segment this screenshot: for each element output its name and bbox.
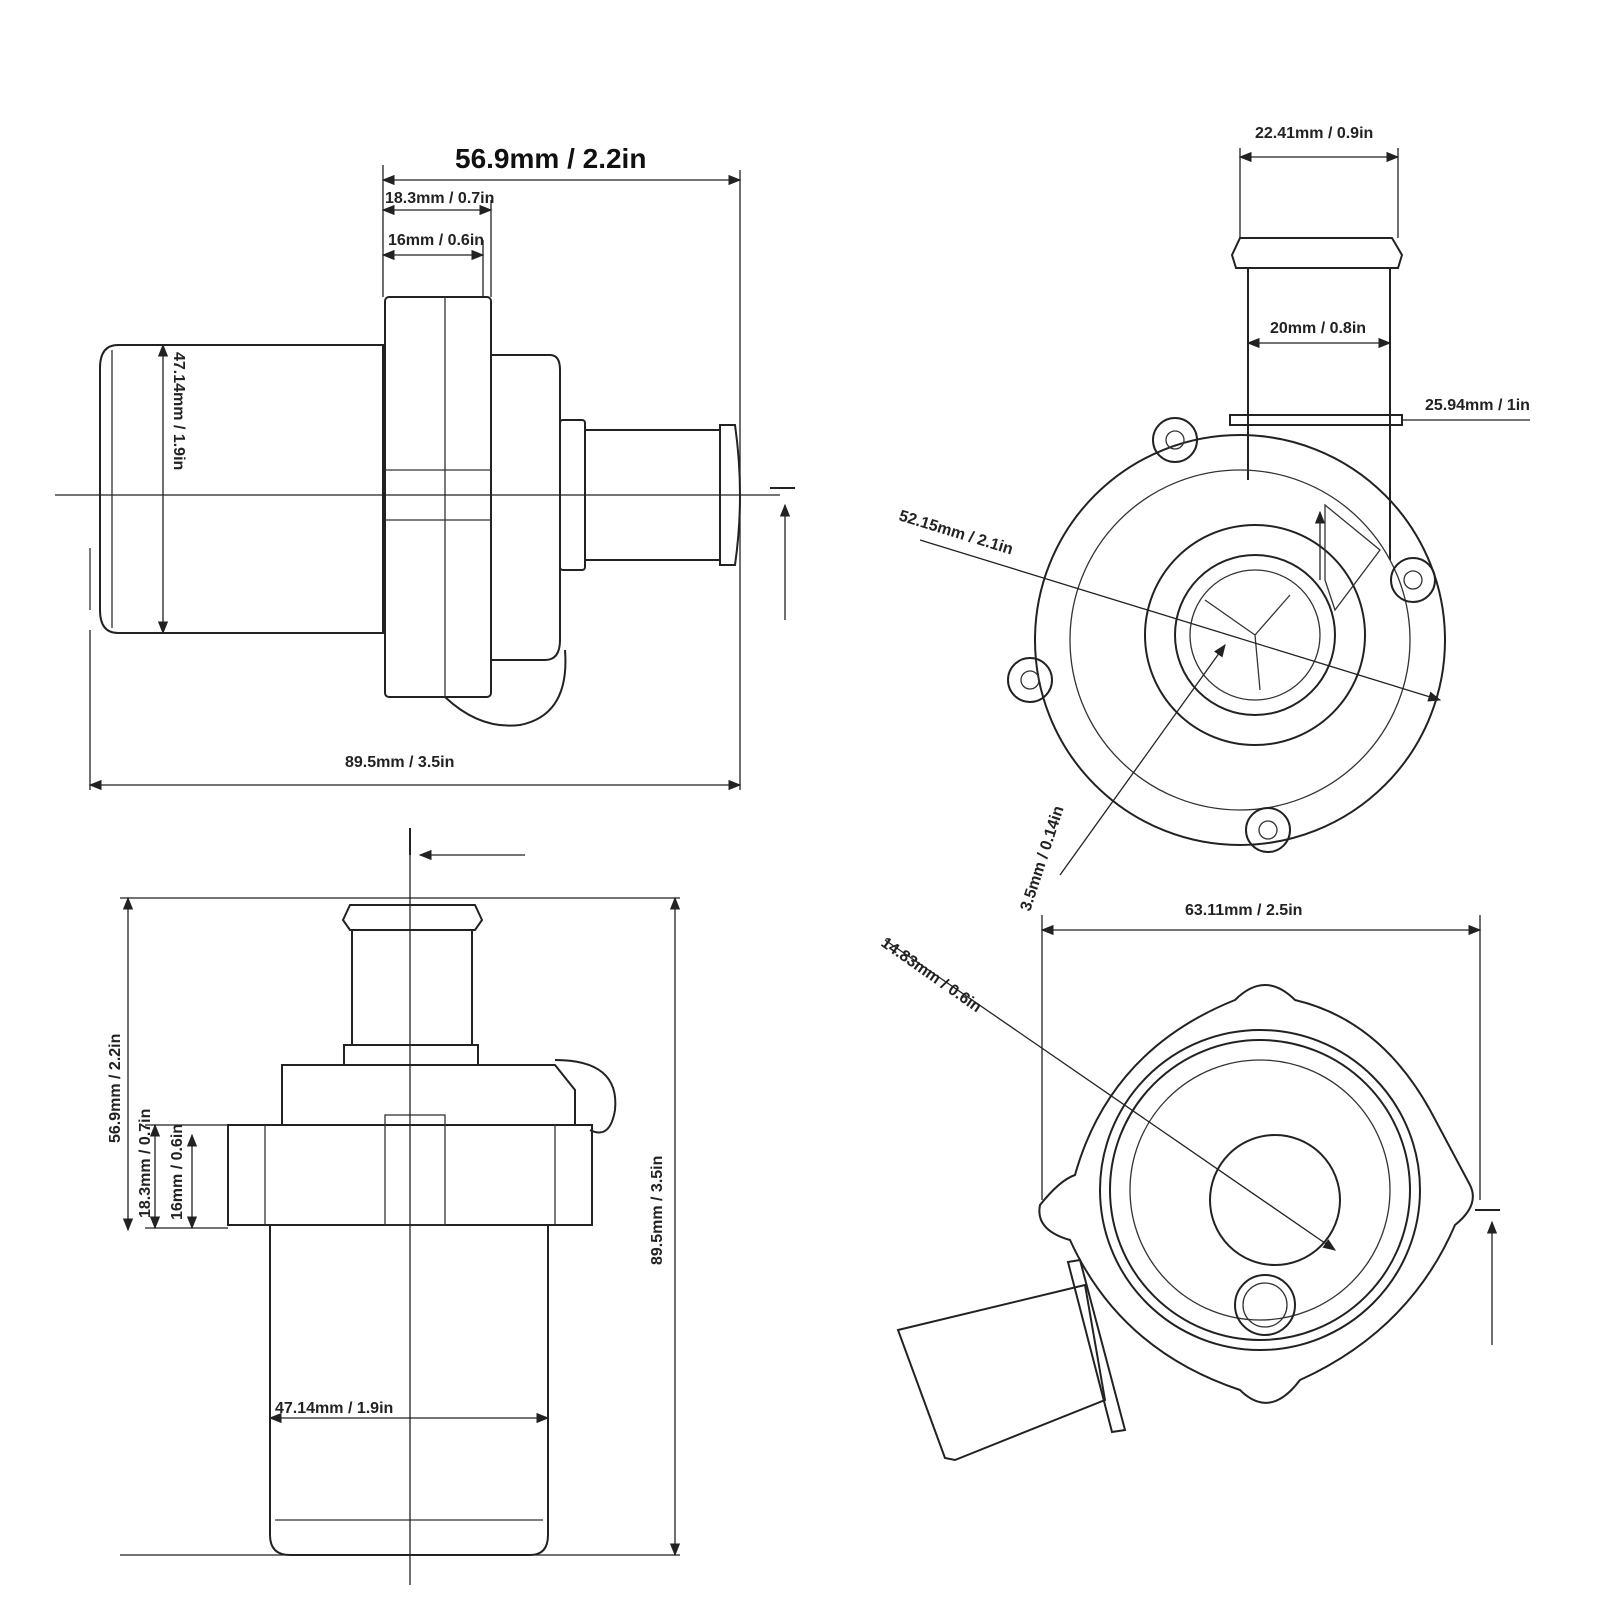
dim-outlet-inner: 20mm / 0.8in	[1270, 320, 1366, 337]
dim-flange-inner: 16mm / 0.6in	[169, 1124, 186, 1220]
dim-outlet-outer: 22.41mm / 0.9in	[1255, 125, 1373, 142]
impeller	[1189, 569, 1321, 701]
mount-ear	[1007, 657, 1053, 703]
dim-body-diameter: 47.14mm / 1.9in	[170, 352, 187, 470]
dim-body-width: 47.14mm / 1.9in	[275, 1400, 393, 1417]
mount-flange	[1038, 984, 1474, 1404]
dim-flange-outer: 18.3mm / 0.7in	[385, 190, 494, 207]
outlet-ring	[1229, 414, 1403, 426]
bottom-view: 63.11mm / 2.5in 14.83mm / 0.6in	[878, 902, 1500, 1462]
dim-outlet-ring: 25.94mm / 1in	[1425, 397, 1530, 414]
dim-flange-inner: 16mm / 0.6in	[388, 232, 484, 249]
dim-overall-height: 89.5mm / 3.5in	[649, 1156, 666, 1265]
dim-overall-length: 89.5mm / 3.5in	[345, 754, 454, 771]
inlet-pipe	[896, 1283, 1107, 1462]
dim-inlet-diameter: 14.83mm / 0.6in	[878, 934, 985, 1016]
mount-ear	[1390, 557, 1436, 603]
dim-impeller-gap: 3.5mm / 0.14in	[1018, 804, 1068, 913]
dim-overall-width: 56.9mm / 2.2in	[455, 143, 646, 174]
outlet-nozzle	[341, 904, 484, 931]
mount-ear	[1152, 417, 1198, 463]
mount-ear	[1245, 807, 1291, 853]
dim-flange-width: 63.11mm / 2.5in	[1185, 902, 1302, 919]
motor-body	[269, 1225, 549, 1556]
outlet-view: 22.41mm / 0.9in 20mm / 0.8in 25.94mm / 1…	[897, 125, 1530, 913]
motor-body	[99, 344, 384, 634]
housing-ring	[1099, 1029, 1421, 1351]
outlet-nozzle	[1230, 237, 1404, 269]
pump-housing	[1034, 434, 1446, 846]
dim-flange-outer: 18.3mm / 0.7in	[137, 1109, 154, 1218]
front-view: 56.9mm / 2.2in 18.3mm / 0.7in 16mm / 0.6…	[107, 828, 681, 1585]
dim-height-top: 56.9mm / 2.2in	[107, 1034, 124, 1143]
side-view: 56.9mm / 2.2in 18.3mm / 0.7in 16mm / 0.6…	[55, 143, 795, 791]
inlet-opening	[1209, 1134, 1341, 1266]
flange	[384, 296, 492, 698]
